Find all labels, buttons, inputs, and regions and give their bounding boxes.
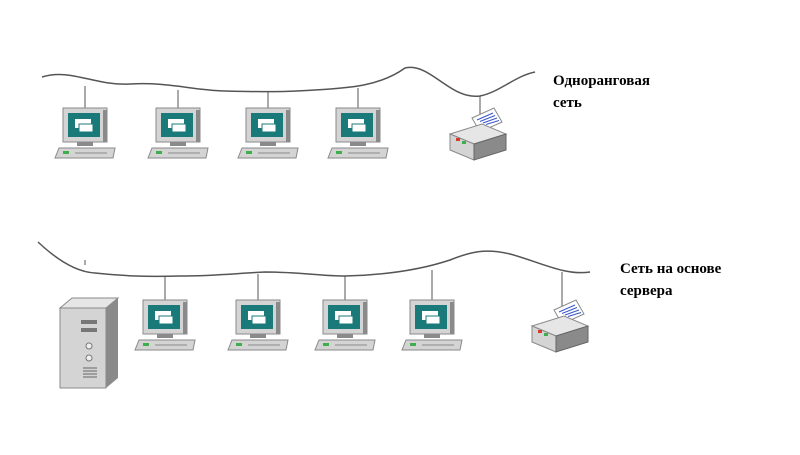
workstation-icon xyxy=(327,88,389,159)
server-network-label-line-1: Сеть на основе xyxy=(620,261,722,277)
workstation-icon xyxy=(147,90,209,159)
peer-network-label-line-2: сеть xyxy=(553,95,582,111)
workstation-icon xyxy=(134,277,196,351)
peer-network-label-line-1: Одноранговая xyxy=(553,73,650,89)
workstation-icon xyxy=(401,270,463,351)
network-cable xyxy=(37,241,591,278)
server-icon xyxy=(58,260,120,389)
printer-icon xyxy=(448,96,508,161)
peer-to-peer-network xyxy=(41,66,536,161)
peer-network-label: Одноранговая сеть xyxy=(553,70,650,114)
workstation-icon xyxy=(227,274,289,351)
server-based-network xyxy=(37,241,591,389)
workstation-icon xyxy=(54,86,116,159)
workstation-icon xyxy=(237,92,299,159)
server-network-label-line-2: сервера xyxy=(620,283,673,299)
server-network-label: Сеть на основе сервера xyxy=(620,258,721,302)
network-cable xyxy=(41,66,536,97)
printer-icon xyxy=(530,272,590,353)
workstation-icon xyxy=(314,276,376,351)
